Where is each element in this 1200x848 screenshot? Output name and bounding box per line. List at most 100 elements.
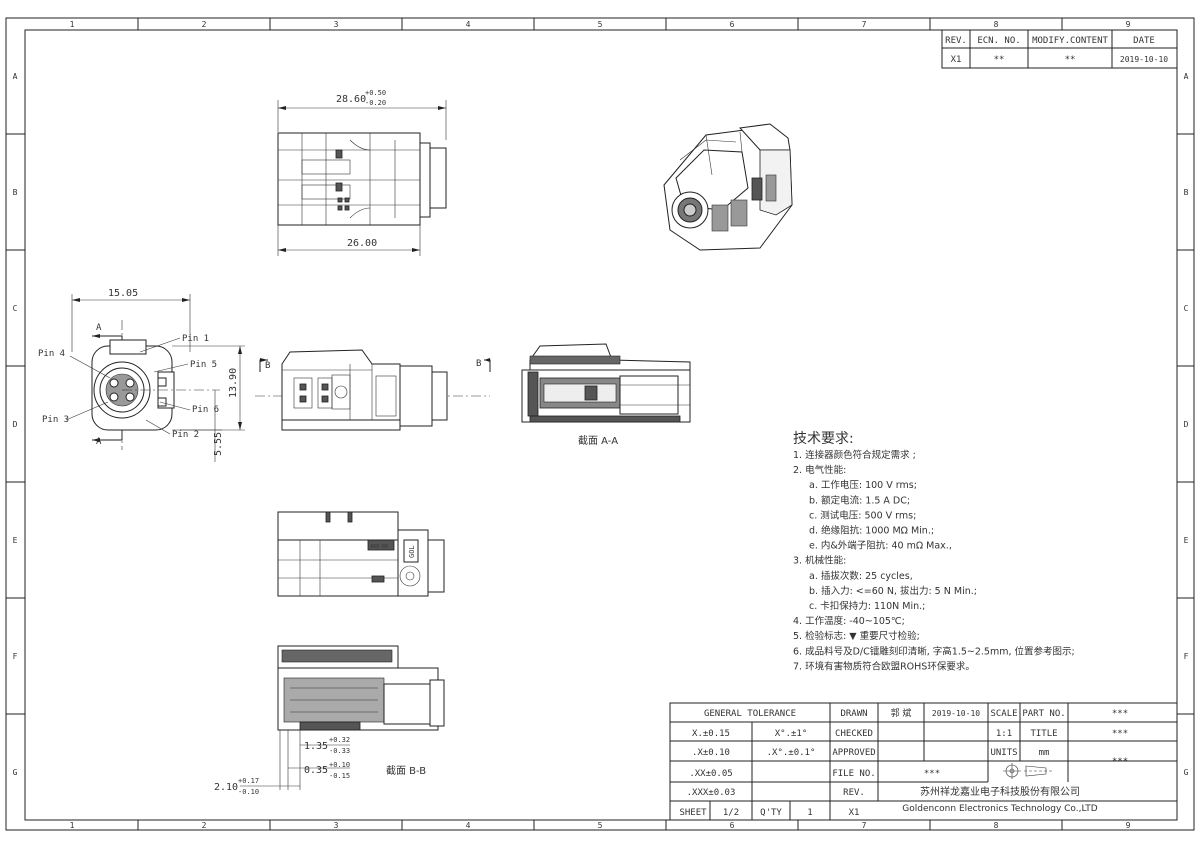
tol-angle-2: .X°.±0.1° bbox=[767, 748, 816, 758]
pin2-label: Pin 2 bbox=[172, 430, 199, 440]
zone-right-G: G bbox=[1184, 768, 1189, 777]
requirement-line: d. 绝缘阻抗: 1000 MΩ Min.; bbox=[809, 525, 934, 537]
zone-top-6: 6 bbox=[730, 20, 735, 29]
approved-label: APPROVED bbox=[832, 748, 875, 758]
zone-bottom-1: 1 bbox=[70, 821, 75, 830]
zone-markers-top: 1 2 3 4 5 6 7 8 9 bbox=[70, 18, 1131, 30]
drawn-name: 郭 斌 bbox=[891, 707, 912, 719]
pin6-label: Pin 6 bbox=[192, 405, 219, 415]
zone-top-3: 3 bbox=[334, 20, 339, 29]
top-view: 28.60 +0.50 -0.20 26.00 bbox=[277, 89, 447, 256]
side-section-b-left: B bbox=[265, 361, 270, 371]
requirement-line: 4. 工作温度: -40~105℃; bbox=[793, 615, 905, 627]
requirement-line: c. 测试电压: 500 V rms; bbox=[809, 509, 916, 521]
rev-header-ecn: ECN. NO. bbox=[977, 36, 1020, 46]
side-view: B B bbox=[255, 349, 491, 431]
requirement-line: 6. 成品料号及D/C镭雕刻印清晰, 字高1.5~2.5mm, 位置参考图示; bbox=[793, 645, 1075, 657]
rev-header-rev: REV. bbox=[945, 36, 967, 46]
units-value: mm bbox=[1039, 748, 1050, 758]
requirement-line: c. 卡扣保持力: 110N Min.; bbox=[809, 600, 925, 612]
pin5-label: Pin 5 bbox=[190, 360, 217, 370]
zone-right-E: E bbox=[1184, 536, 1189, 545]
dim-top-overall-tol-plus: +0.50 bbox=[365, 89, 386, 97]
requirement-line: 7. 环境有害物质符合欧盟ROHS环保要求。 bbox=[793, 660, 975, 672]
zone-top-9: 9 bbox=[1126, 20, 1131, 29]
flat-marking-text: 4XX-0X bbox=[370, 544, 388, 550]
title-value: *** bbox=[1112, 729, 1128, 739]
requirement-line: e. 内&外端子阻抗: 40 mΩ Max., bbox=[809, 540, 952, 552]
zone-bottom-5: 5 bbox=[598, 821, 603, 830]
flat-marking-plate bbox=[367, 539, 395, 551]
zone-left-F: F bbox=[13, 652, 18, 661]
requirement-line: b. 插入力: <=60 N, 拔出力: 5 N Min.; bbox=[809, 585, 977, 597]
dim-b-1: 1.35 bbox=[304, 741, 328, 752]
qty-label: Q'TY bbox=[760, 808, 782, 818]
file-no-label: FILE NO. bbox=[832, 769, 875, 779]
dim-b-3: 2.10 bbox=[214, 782, 238, 793]
general-tolerance-label: GENERAL TOLERANCE bbox=[704, 709, 796, 719]
requirement-line: a. 插拔次数: 25 cycles, bbox=[809, 570, 913, 582]
requirements-list: 1. 连接器颜色符合规定需求 ;2. 电气性能:a. 工作电压: 100 V r… bbox=[793, 449, 1075, 672]
zone-top-4: 4 bbox=[466, 20, 471, 29]
pin4-label: Pin 4 bbox=[38, 349, 65, 359]
zone-left-A: A bbox=[13, 72, 18, 81]
inner-border bbox=[24, 29, 1178, 821]
tol-x: X.±0.15 bbox=[692, 729, 730, 739]
part-no-value: *** bbox=[1112, 709, 1128, 719]
drawn-date: 2019-10-10 bbox=[932, 709, 980, 718]
rev-label: REV. bbox=[843, 788, 865, 798]
file-no-value: *** bbox=[924, 769, 940, 779]
isometric-view bbox=[663, 123, 793, 251]
outer-border bbox=[5, 17, 1195, 831]
zone-right-C: C bbox=[1184, 304, 1189, 313]
dim-front-height: 13.90 bbox=[228, 368, 239, 398]
zone-top-1: 1 bbox=[70, 20, 75, 29]
zone-top-8: 8 bbox=[994, 20, 999, 29]
zone-top-2: 2 bbox=[202, 20, 207, 29]
zone-right-A: A bbox=[1184, 72, 1189, 81]
scale-label: SCALE bbox=[990, 709, 1017, 719]
requirement-line: a. 工作电压: 100 V rms; bbox=[809, 479, 917, 491]
sheet-label: SHEET bbox=[679, 808, 707, 818]
dim-b-3-tol-plus: +0.17 bbox=[238, 777, 259, 785]
zone-left-B: B bbox=[13, 188, 18, 197]
zone-bottom-6: 6 bbox=[730, 821, 735, 830]
zone-top-7: 7 bbox=[862, 20, 867, 29]
tol-xx: .X±0.10 bbox=[692, 748, 730, 758]
zone-left-E: E bbox=[13, 536, 18, 545]
revision-table: REV. ECN. NO. MODIFY.CONTENT DATE X1 ** … bbox=[941, 29, 1178, 69]
dim-top-overall-tol-minus: -0.20 bbox=[365, 99, 386, 107]
dim-b-3-tol-minus: -0.10 bbox=[238, 788, 259, 796]
zone-bottom-2: 2 bbox=[202, 821, 207, 830]
zone-right-D: D bbox=[1184, 420, 1189, 429]
part-no-label: PART NO. bbox=[1022, 709, 1065, 719]
pin3-label: Pin 3 bbox=[42, 415, 69, 425]
zone-bottom-7: 7 bbox=[862, 821, 867, 830]
bottom-view: 4XX-0X GOL bbox=[277, 511, 445, 597]
dim-front-offset: 5.55 bbox=[213, 432, 224, 456]
technical-requirements: 技术要求: 1. 连接器颜色符合规定需求 ;2. 电气性能:a. 工作电压: 1… bbox=[793, 431, 1075, 672]
company-name-en: Goldenconn Electronics Technology Co.,LT… bbox=[902, 804, 1097, 814]
requirements-title: 技术要求: bbox=[793, 431, 854, 447]
units-label: UNITS bbox=[990, 748, 1017, 758]
title-value-2: *** bbox=[1112, 757, 1128, 767]
requirement-line: b. 额定电流: 1.5 A DC; bbox=[809, 494, 910, 506]
gol-marking-text: GOL bbox=[408, 545, 416, 558]
zone-bottom-9: 9 bbox=[1126, 821, 1131, 830]
requirement-line: 1. 连接器颜色符合规定需求 ; bbox=[793, 449, 916, 461]
zone-top-5: 5 bbox=[598, 20, 603, 29]
front-section-a-top: A bbox=[96, 323, 102, 333]
front-view: 15.05 A A 13.90 5.55 bbox=[38, 288, 245, 462]
tol-xxxx: .XXX±0.03 bbox=[687, 788, 736, 798]
zone-bottom-3: 3 bbox=[334, 821, 339, 830]
dim-front-width: 15.05 bbox=[108, 288, 138, 299]
requirement-line: 5. 检验标志: ▼ 重要尺寸检验; bbox=[793, 630, 920, 642]
zone-bottom-4: 4 bbox=[466, 821, 471, 830]
zone-left-D: D bbox=[13, 420, 18, 429]
title-label: TITLE bbox=[1030, 729, 1057, 739]
sheet-value: 1/2 bbox=[723, 808, 739, 818]
